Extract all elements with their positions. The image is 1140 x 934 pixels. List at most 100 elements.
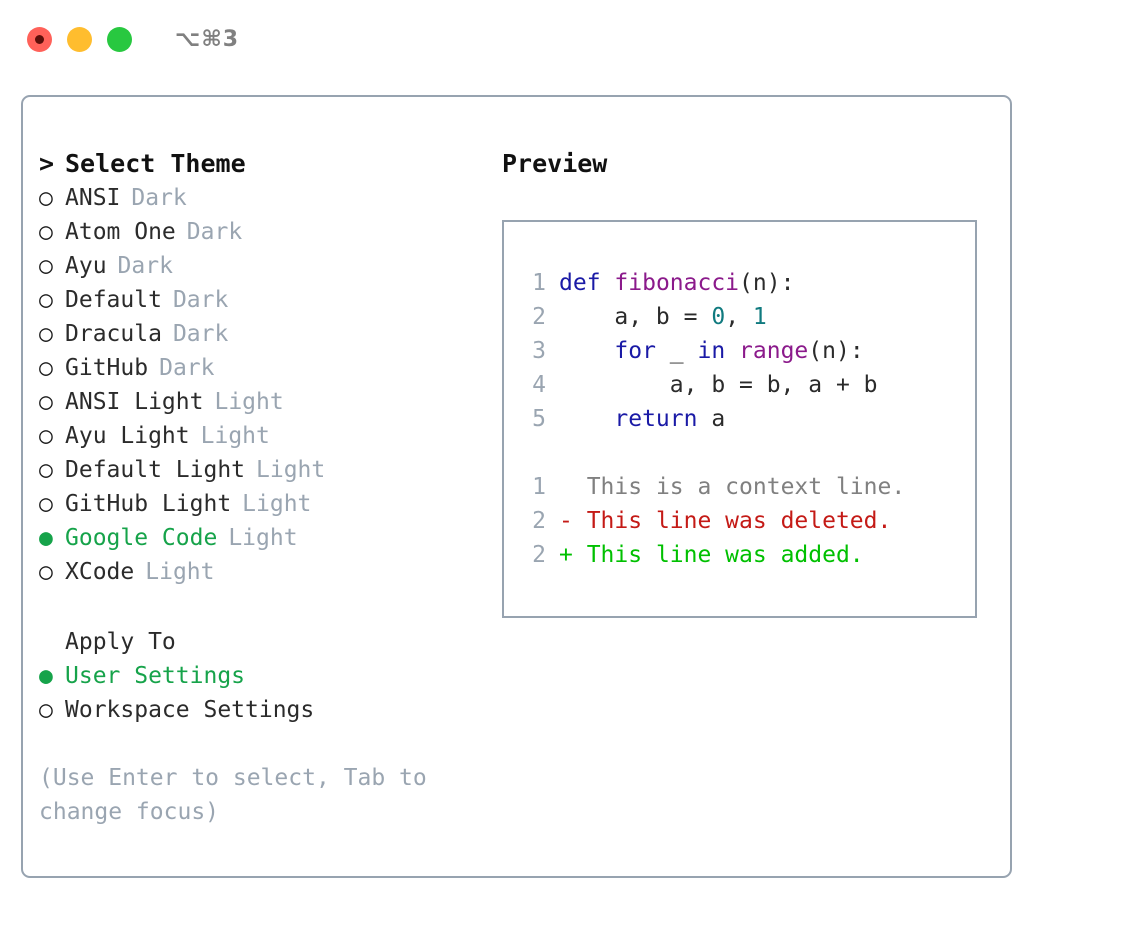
diff-line-text: This is a context line.	[586, 474, 906, 500]
code-token: def	[559, 270, 601, 296]
radio-unselected-icon: ○	[39, 389, 53, 415]
code-token: a, b =	[614, 304, 712, 330]
theme-variant-badge: Dark	[186, 219, 243, 245]
code-line: 1 def fibonacci(n):	[514, 266, 975, 300]
theme-option-ansi[interactable]: ○ ANSI Dark	[39, 181, 479, 215]
code-token	[725, 338, 739, 364]
radio-unselected-icon: ○	[39, 355, 53, 381]
theme-variant-badge: Dark	[131, 185, 187, 211]
code-token: 1	[752, 304, 767, 330]
code-line-number: 3	[532, 338, 546, 364]
code-token: a, b = b, a + b	[669, 372, 878, 398]
apply-to-option-label: Workspace Settings	[65, 697, 315, 723]
code-token	[601, 270, 615, 296]
theme-variant-badge: Light	[256, 457, 326, 483]
theme-variant-badge: Dark	[117, 253, 173, 279]
theme-option-label: GitHub Light	[65, 491, 232, 517]
theme-option-label: Default	[65, 287, 162, 313]
diff-sign: +	[559, 542, 587, 568]
theme-option-github[interactable]: ○ GitHub Dark	[39, 351, 479, 385]
code-token: ,	[725, 304, 753, 330]
code-token: fibonacci	[614, 270, 740, 296]
code-token: (n):	[808, 338, 864, 364]
code-line-number: 1	[532, 270, 546, 296]
apply-to-option-label: User Settings	[65, 663, 246, 689]
theme-variant-badge: Light	[200, 423, 270, 449]
theme-option-label: ANSI	[65, 185, 121, 211]
code-line-content: def fibonacci(n):	[559, 266, 794, 300]
radio-unselected-icon: ○	[39, 185, 53, 211]
code-line-content: for _ in range(n):	[559, 334, 864, 368]
radio-unselected-icon: ○	[39, 219, 53, 245]
apply-to-option-user-settings[interactable]: ● User Settings	[39, 659, 479, 693]
diff-line-number: 2	[532, 542, 546, 568]
close-window-icon[interactable]	[27, 26, 52, 52]
radio-unselected-icon: ○	[39, 697, 53, 723]
code-token: range	[739, 338, 809, 364]
radio-unselected-icon: ○	[39, 321, 53, 347]
keyboard-shortcut-label: ⌥⌘3	[175, 26, 240, 52]
apply-to-options-list: ● User Settings ○ Workspace Settings	[39, 659, 479, 727]
code-line-number: 2	[532, 304, 546, 330]
code-token: 0	[711, 304, 726, 330]
radio-unselected-icon: ○	[39, 457, 53, 483]
apply-to-heading: Apply To	[39, 625, 479, 659]
theme-option-default[interactable]: ○ Default Dark	[39, 283, 479, 317]
diff-line: 1 This is a context line.	[514, 470, 975, 504]
code-line-content: return a	[559, 402, 725, 436]
code-diff-spacer	[514, 436, 975, 470]
theme-option-label: GitHub	[65, 355, 149, 381]
radio-unselected-icon: ○	[39, 491, 53, 517]
code-token: in	[697, 338, 726, 364]
code-line: 4 a, b = b, a + b	[514, 368, 975, 402]
window-titlebar: ⌥⌘3	[0, 0, 1140, 78]
code-token: a	[697, 406, 726, 432]
diff-sign: -	[559, 508, 587, 534]
code-line: 2 a, b = 0, 1	[514, 300, 975, 334]
minimize-window-icon[interactable]	[67, 26, 92, 52]
radio-unselected-icon: ○	[39, 423, 53, 449]
theme-option-label: Ayu Light	[65, 423, 190, 449]
theme-variant-badge: Light	[214, 389, 284, 415]
maximize-window-icon[interactable]	[107, 26, 132, 52]
theme-option-github-light[interactable]: ○ GitHub Light Light	[39, 487, 479, 521]
traffic-light-buttons	[27, 26, 132, 52]
theme-option-label: XCode	[65, 559, 135, 585]
radio-selected-icon: ●	[39, 663, 53, 689]
keyboard-hint-text: (Use Enter to select, Tab to change focu…	[39, 765, 427, 825]
theme-option-label: ANSI Light	[65, 389, 204, 415]
section-spacer	[39, 589, 479, 625]
theme-variant-badge: Dark	[159, 355, 215, 381]
theme-option-ayu-light[interactable]: ○ Ayu Light Light	[39, 419, 479, 453]
code-line: 3 for _ in range(n):	[514, 334, 975, 368]
diff-line: 2 + This line was added.	[514, 538, 975, 572]
apply-to-option-workspace-settings[interactable]: ○ Workspace Settings	[39, 693, 479, 727]
theme-option-ansi-light[interactable]: ○ ANSI Light Light	[39, 385, 479, 419]
code-line: 5 return a	[514, 402, 975, 436]
diff-line-number: 2	[532, 508, 546, 534]
theme-list-heading: > Select Theme	[39, 147, 479, 181]
theme-option-label: Dracula	[65, 321, 162, 347]
radio-selected-icon: ●	[39, 525, 53, 551]
radio-unselected-icon: ○	[39, 287, 53, 313]
theme-variant-badge: Dark	[172, 287, 229, 313]
diff-line: 2- This line was deleted.	[514, 504, 975, 538]
theme-variant-badge: Light	[145, 559, 215, 585]
theme-variant-badge: Light	[242, 491, 312, 517]
code-token: (n):	[739, 270, 795, 296]
diff-sample: 1 This is a context line.2- This line wa…	[514, 470, 975, 572]
apply-to-label: Apply To	[65, 629, 176, 655]
diff-line-text: This line was deleted.	[586, 508, 892, 534]
caret-icon: >	[39, 149, 55, 178]
diff-line-text: This line was added.	[586, 542, 864, 568]
